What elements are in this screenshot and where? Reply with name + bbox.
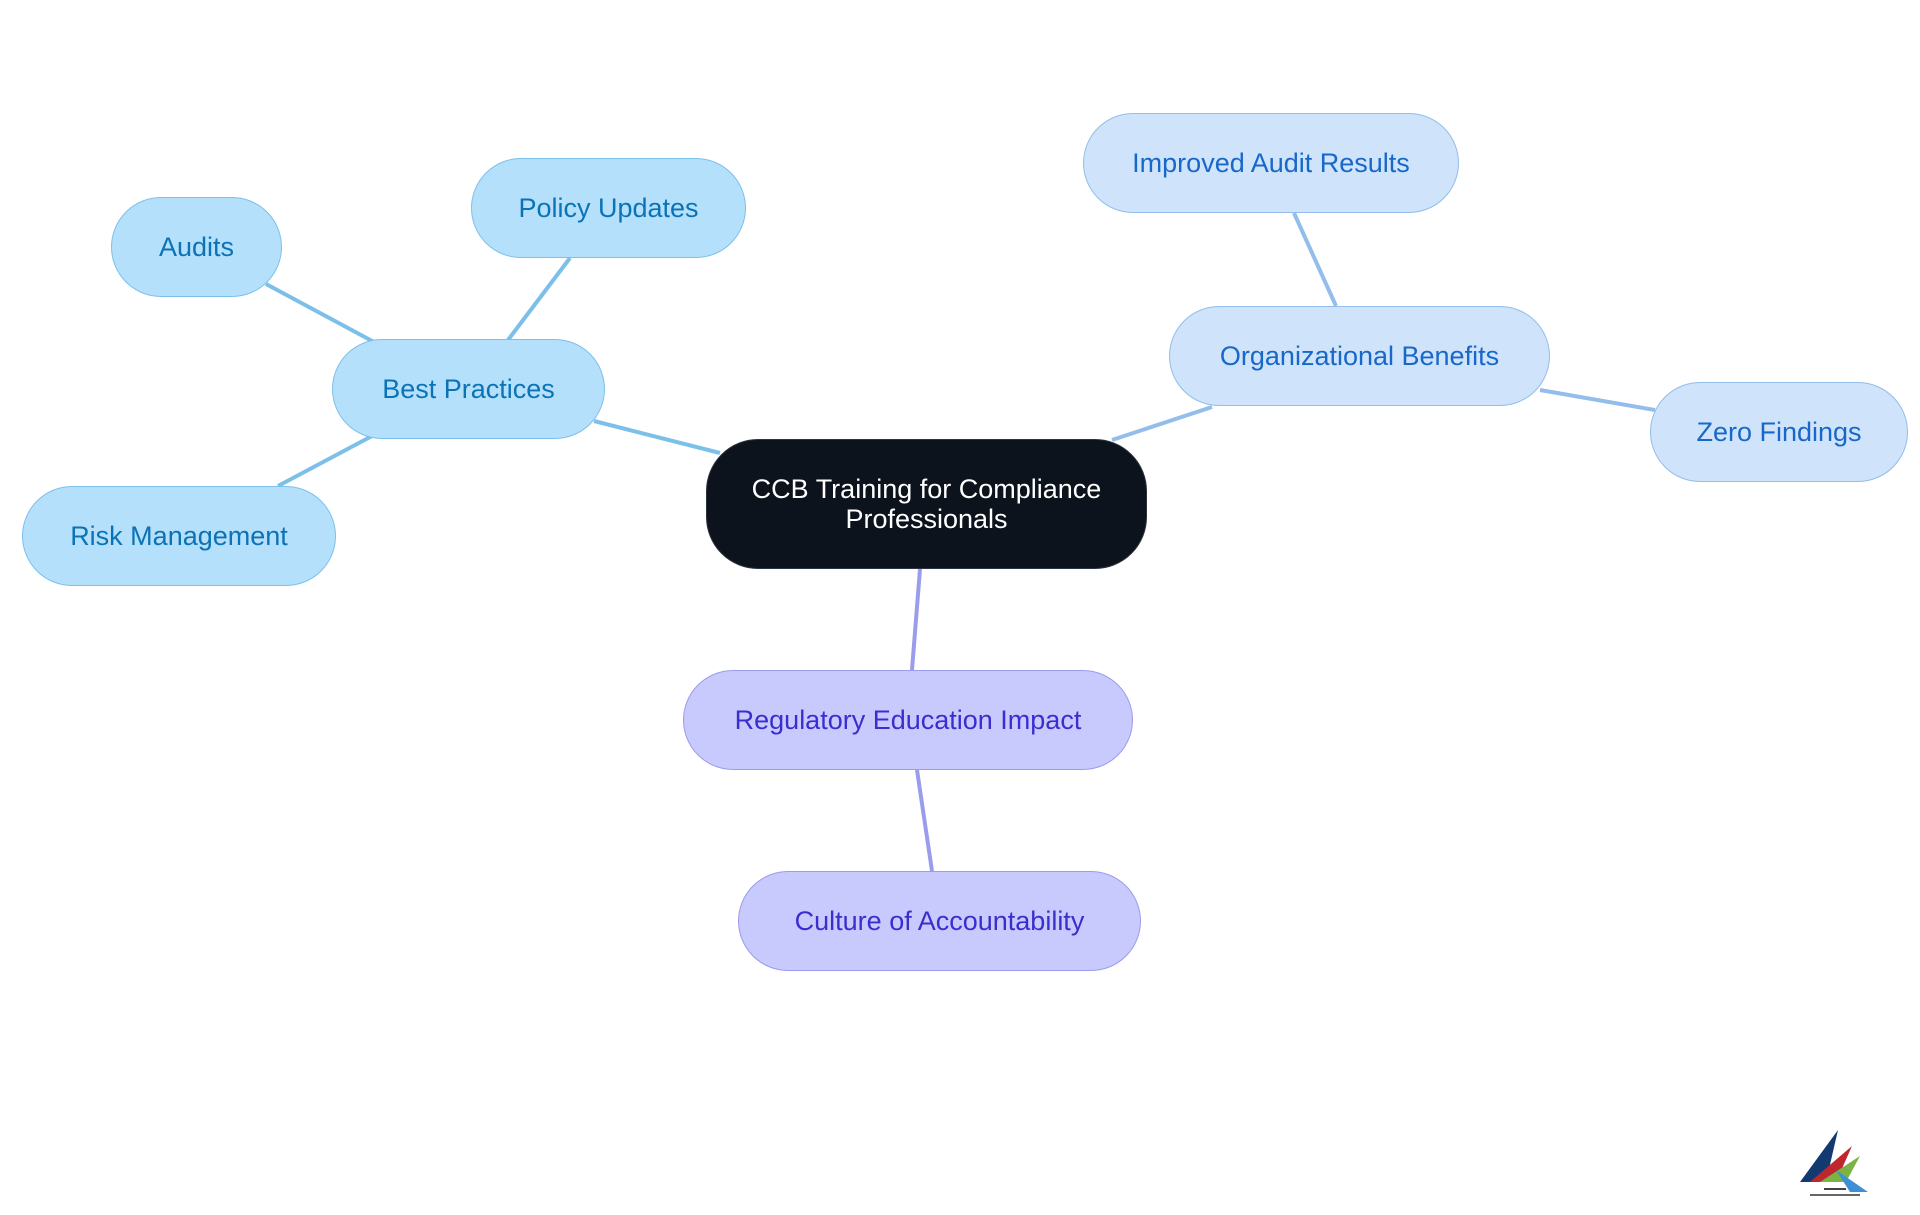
logo-mark-icon [1800, 1130, 1868, 1196]
node-label: Culture of Accountability [794, 906, 1085, 936]
edge-organizational-benefits-zero-findings [1539, 388, 1656, 412]
root-node-label-line-1: CCB Training for Compliance [751, 474, 1102, 504]
edge-root-regulatory-education-impact [910, 568, 922, 671]
root-node-label-line-2: Professionals [845, 504, 1008, 534]
node-label: Regulatory Education Impact [734, 705, 1082, 735]
node-label: Risk Management [70, 521, 288, 551]
node-regulatory-education-impact[interactable]: Regulatory Education Impact [683, 670, 1133, 770]
node-audits[interactable]: Audits [111, 197, 282, 297]
node-risk-management[interactable]: Risk Management [22, 486, 336, 586]
avs-life-sciences-logo [1796, 1124, 1876, 1200]
node-label: Zero Findings [1696, 417, 1862, 447]
edge-best-practices-audits [265, 282, 375, 344]
node-policy-updates[interactable]: Policy Updates [471, 158, 746, 258]
edge-best-practices-policy-updates [506, 256, 572, 342]
node-label: Audits [158, 232, 235, 262]
edge-regulatory-education-impact-culture [915, 769, 934, 872]
node-label: Best Practices [382, 374, 555, 404]
node-culture-of-accountability[interactable]: Culture of Accountability [738, 871, 1141, 971]
edge-organizational-benefits-improved-audit-results [1292, 212, 1338, 307]
node-best-practices[interactable]: Best Practices [332, 339, 605, 439]
node-label: Policy Updates [518, 193, 699, 223]
node-improved-audit-results[interactable]: Improved Audit Results [1083, 113, 1459, 213]
edge-root-organizational-benefits [1111, 405, 1213, 442]
node-label: Improved Audit Results [1132, 148, 1410, 178]
node-label: Organizational Benefits [1219, 341, 1500, 371]
edge-root-best-practices [593, 419, 721, 455]
node-zero-findings[interactable]: Zero Findings [1650, 382, 1908, 482]
edge-best-practices-risk-management [277, 434, 373, 488]
root-node[interactable]: CCB Training for Compliance Professional… [706, 439, 1147, 569]
node-organizational-benefits[interactable]: Organizational Benefits [1169, 306, 1550, 406]
